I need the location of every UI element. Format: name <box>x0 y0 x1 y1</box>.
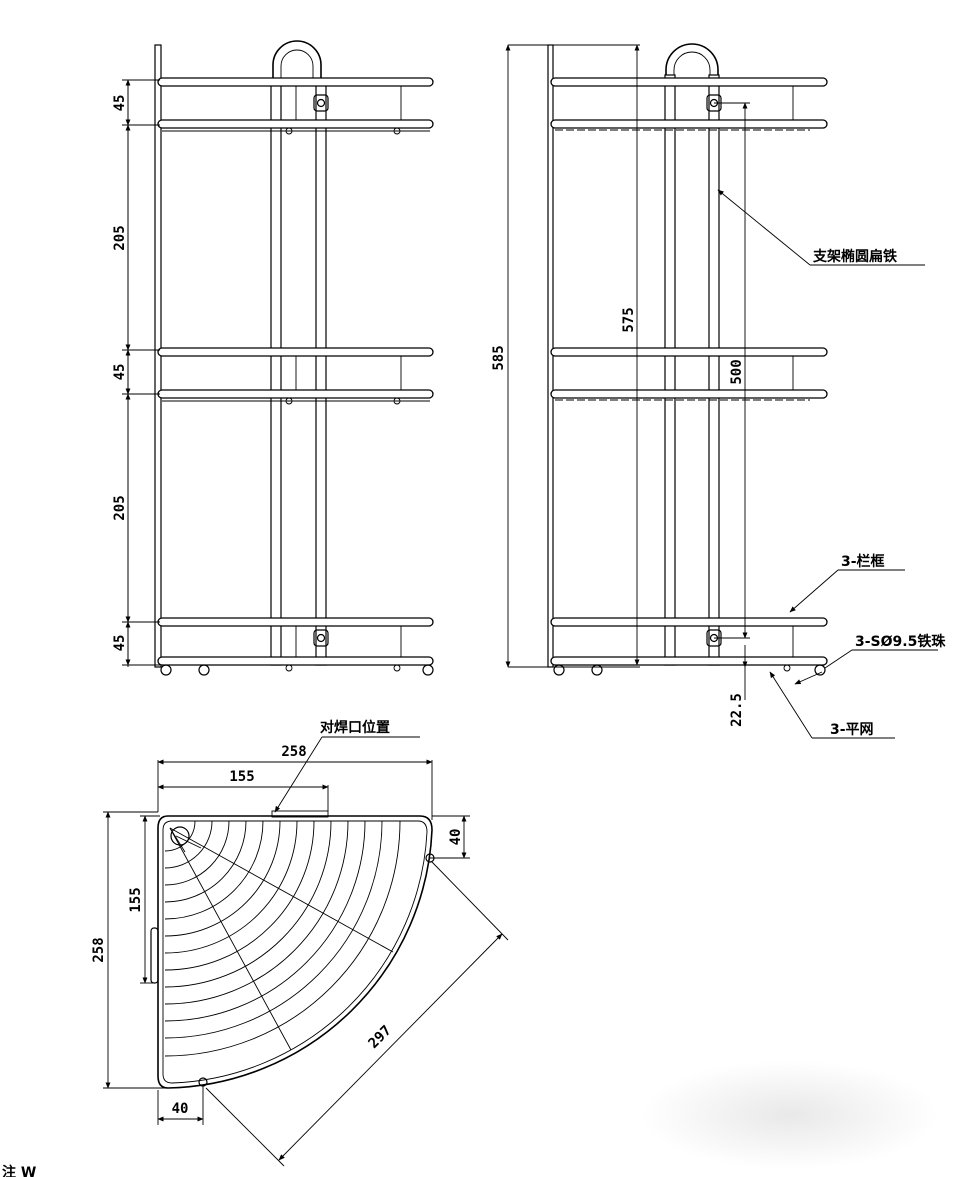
label-rail: 3-栏框 <box>841 553 885 570</box>
side-shelf-1 <box>550 77 828 131</box>
top-dimensions <box>103 736 509 1167</box>
side-hanging-loop-inner <box>673 51 711 75</box>
dim-top-40-bottom: 40 <box>172 1101 189 1117</box>
side-shelf-2 <box>550 347 828 401</box>
dim-top-258: 258 <box>281 744 306 760</box>
dim-585: 585 <box>491 345 507 370</box>
bracket-bolt-top <box>313 94 329 112</box>
weld-joint <box>271 810 329 818</box>
dim-top-258-vertical: 258 <box>91 937 107 962</box>
basket-inner-frame <box>162 820 428 1084</box>
side-bracket-bar-right <box>708 74 720 666</box>
dim-45-bottom: 45 <box>112 635 128 652</box>
side-view: 585 575 500 22.5 支架椭圆扁铁 3-栏框 3-SØ9.5铁珠 3… <box>491 43 946 739</box>
side-bracket-bar-left <box>664 74 676 666</box>
front-dimension-chain <box>122 79 160 667</box>
dim-575: 575 <box>621 307 637 332</box>
dim-205-lower: 205 <box>112 495 128 520</box>
bracket-bar-right <box>315 79 327 666</box>
dim-205-upper: 205 <box>112 225 128 250</box>
label-weld-position: 对焊口位置 <box>320 719 390 736</box>
side-leaders <box>717 189 938 739</box>
dim-45-top: 45 <box>112 95 128 112</box>
side-shelf-3 <box>550 617 828 676</box>
side-back-plate <box>547 44 554 668</box>
footer-note-fragment: 注 W <box>2 1164 36 1177</box>
background-smudge <box>640 1060 940 1170</box>
top-view: 对焊口位置 258 155 40 155 258 40 297 <box>91 719 509 1167</box>
dim-top-40-right: 40 <box>448 829 464 846</box>
dim-500: 500 <box>729 359 745 384</box>
side-clip <box>150 927 159 984</box>
side-dimensions <box>505 44 750 700</box>
front-shelf-3 <box>157 617 434 676</box>
front-shelf-1 <box>157 77 434 135</box>
front-view: 45 205 45 205 45 <box>112 40 434 676</box>
dim-22-5: 22.5 <box>729 693 745 727</box>
side-hanging-loop <box>665 43 719 75</box>
hanging-loop-inner <box>280 49 314 80</box>
dim-top-155-vertical: 155 <box>128 887 144 912</box>
label-bracket: 支架椭圆扁铁 <box>812 248 897 265</box>
bracket-bolt-bottom <box>313 629 329 647</box>
front-shelf-2 <box>157 347 434 405</box>
hanging-loop <box>272 40 322 80</box>
label-ball: 3-SØ9.5铁珠 <box>855 633 946 650</box>
bracket-bar-left <box>270 79 282 666</box>
basket-mesh-arcs <box>164 820 401 1057</box>
label-mesh: 3-平网 <box>830 722 874 738</box>
dim-top-155: 155 <box>229 769 254 785</box>
corner-ring <box>170 826 190 846</box>
dim-45-middle: 45 <box>112 364 128 381</box>
